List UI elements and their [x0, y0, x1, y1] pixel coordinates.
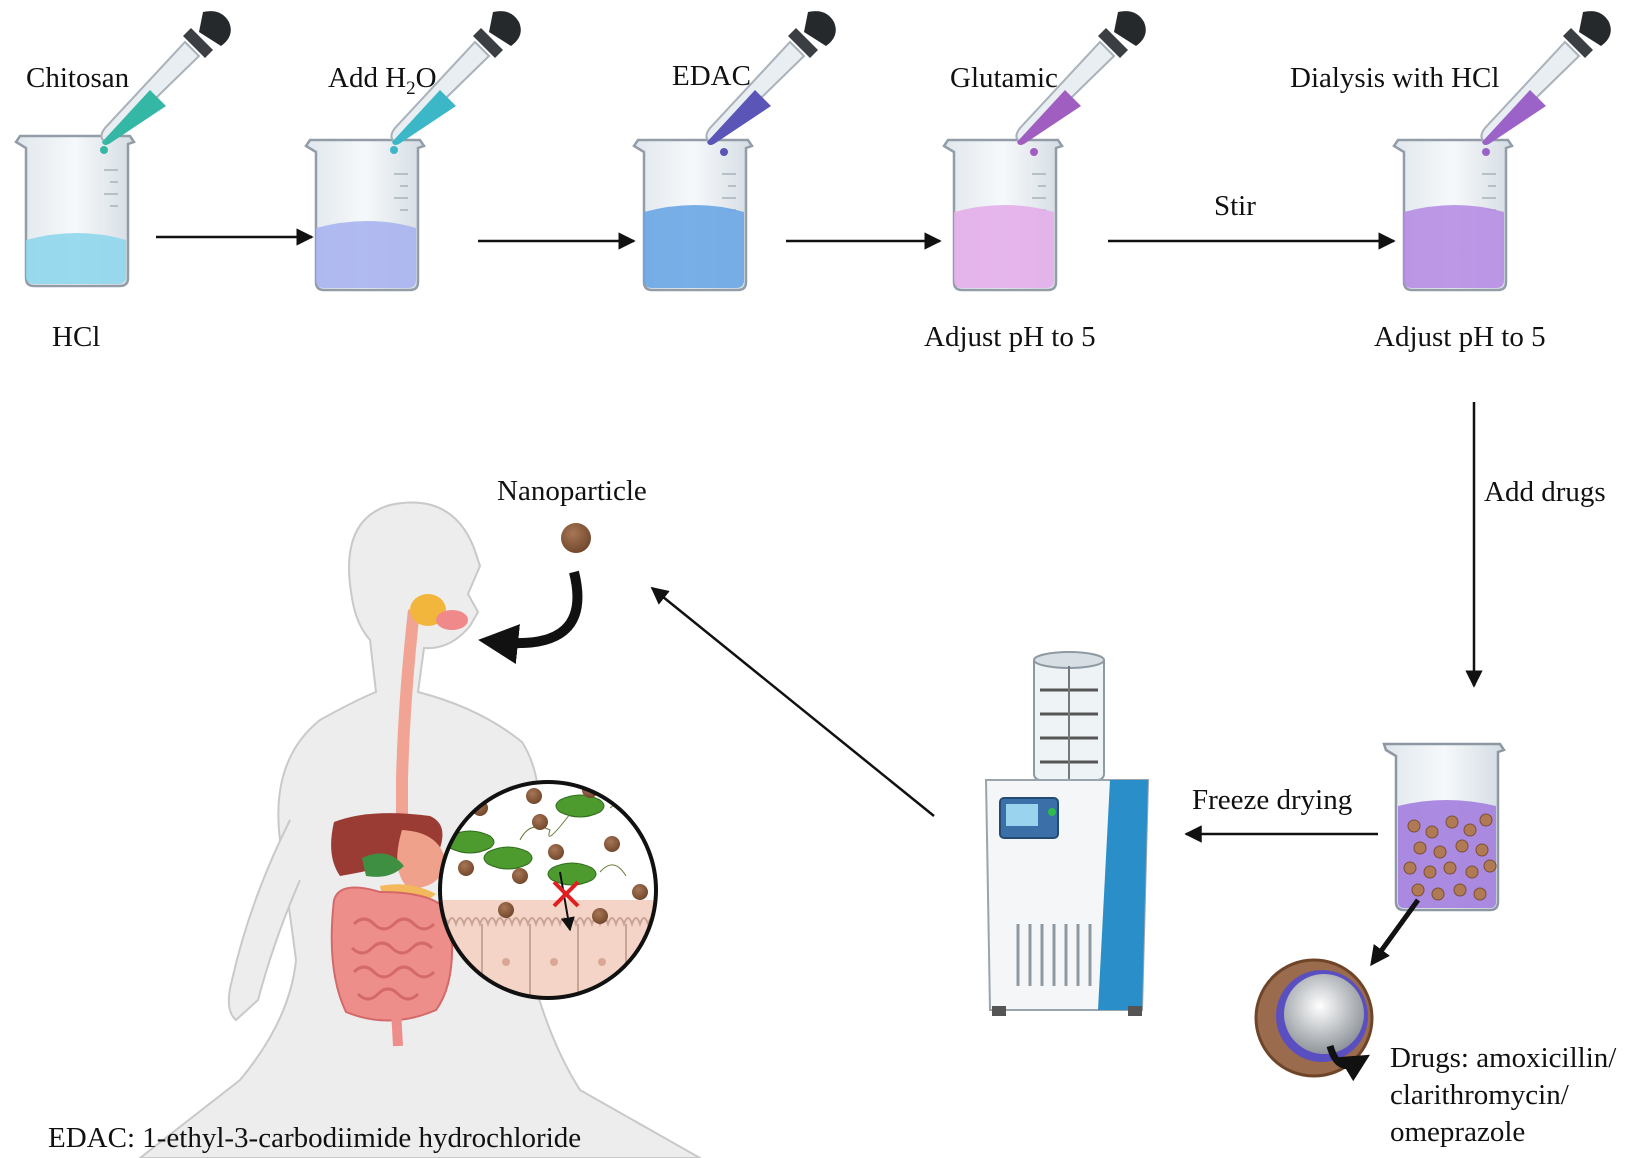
label-edac: EDAC — [672, 60, 751, 92]
footnote-edac: EDAC: 1-ethyl-3-carbodiimide hydrochlori… — [48, 1122, 582, 1154]
label-add-water-suffix: O — [415, 62, 437, 94]
label-freeze-drying: Freeze drying — [1192, 784, 1353, 816]
label-hcl: HCl — [52, 321, 101, 353]
drug-line-2: clarithromycin/ — [1390, 1079, 1569, 1111]
label-add-water-prefix: Add H — [328, 62, 407, 94]
label-add-water: Add H2O — [328, 64, 437, 98]
label-glutamic: Glutamic — [950, 62, 1058, 94]
beaker-edac — [632, 138, 754, 292]
label-chitosan: Chitosan — [26, 62, 130, 94]
label-stir: Stir — [1214, 190, 1256, 222]
label-dialysis: Dialysis with HCl — [1290, 62, 1500, 94]
label-nanoparticle: Nanoparticle — [497, 475, 647, 507]
drug-line-3: omeprazole — [1390, 1116, 1526, 1148]
curved-arrow-ingestion — [478, 570, 583, 664]
freeze-dryer — [984, 651, 1150, 1016]
nanoparticle — [561, 523, 591, 553]
beaker-nanoparticles — [1382, 742, 1506, 912]
drugs-list: Drugs: amoxicillin/ clarithromycin/ omep… — [1390, 1040, 1616, 1151]
label-add-water-subscript: 2 — [406, 77, 416, 99]
arrow-to-nanoparticle — [650, 586, 935, 817]
beaker-dialysis — [1392, 138, 1514, 292]
drug-line-1: Drugs: amoxicillin/ — [1390, 1042, 1617, 1074]
beaker-add-water — [304, 138, 426, 292]
label-adjust-ph-2: Adjust pH to 5 — [1374, 321, 1546, 353]
beaker-hcl — [14, 134, 136, 288]
dropper-dialysis — [1480, 10, 1612, 156]
dropper-edac — [705, 10, 837, 156]
label-adjust-ph-1: Adjust pH to 5 — [924, 321, 1096, 353]
arrow-to-cross-section — [1370, 898, 1421, 967]
dropper-chitosan — [100, 10, 232, 154]
magnified-intestine-view — [438, 780, 658, 1000]
beaker-glutamic — [942, 138, 1064, 292]
dropper-glutamic — [1015, 10, 1147, 156]
nanoparticle-cross-section — [1254, 958, 1374, 1082]
dropper-water — [390, 10, 522, 154]
label-add-drugs: Add drugs — [1484, 476, 1606, 508]
